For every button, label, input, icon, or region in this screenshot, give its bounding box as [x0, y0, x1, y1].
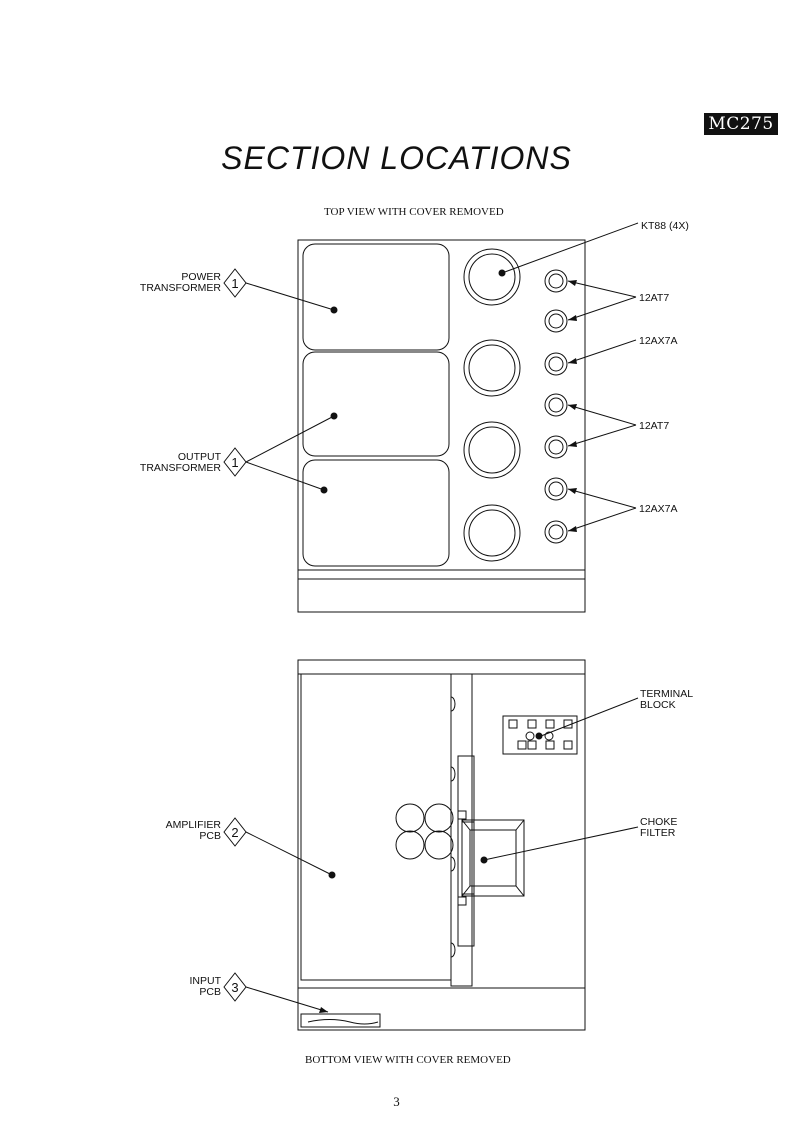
page-number: 3 — [393, 1094, 400, 1109]
12ax7a-label-b: 12AX7A — [639, 503, 678, 515]
terminal-label-line1: TERMINAL — [640, 688, 693, 700]
top-view-labels: POWER TRANSFORMER OUTPUT TRANSFORMER KT8… — [140, 220, 689, 515]
bottom-view-labels: TERMINAL BLOCK CHOKE FILTER AMPLIFIER PC… — [166, 688, 694, 998]
terminal-block-outline — [502, 715, 578, 755]
top-view-leader-lines — [245, 222, 639, 532]
power-label-line1: POWER — [181, 271, 221, 283]
12ax7a-label-a: 12AX7A — [639, 335, 678, 347]
small-tube-sockets — [544, 269, 568, 544]
page-title: SECTION LOCATIONS — [221, 140, 572, 176]
power-label-line2: TRANSFORMER — [140, 282, 222, 294]
amplifier-pcb-capacitors — [395, 803, 454, 860]
12at7-label-b: 12AT7 — [639, 420, 669, 432]
terminal-label-line2: BLOCK — [640, 699, 676, 711]
kt88-label: KT88 (4X) — [641, 220, 689, 232]
amplifier-label-line1: AMPLIFIER — [166, 819, 222, 831]
choke-label-line1: CHOKE — [640, 816, 677, 828]
callout-dots — [320, 269, 543, 879]
input-marker-number: 3 — [231, 980, 238, 995]
kt88-tube-sockets — [463, 248, 521, 562]
choke-label-line2: FILTER — [640, 827, 676, 839]
power-marker-number: 1 — [231, 276, 238, 291]
model-badge: MC275 — [704, 113, 778, 135]
marker-numbers: 1 1 2 3 — [231, 276, 238, 995]
amplifier-label-line2: PCB — [199, 830, 221, 842]
transformer-outlines — [302, 243, 450, 567]
top-view-chassis — [297, 239, 586, 613]
choke-filter-outline — [457, 755, 525, 947]
callout-arrowheads — [319, 280, 577, 1013]
12at7-label-a: 12AT7 — [639, 292, 669, 304]
bottom-view-leader-lines — [245, 697, 639, 1013]
bottom-view-caption: BOTTOM VIEW WITH COVER REMOVED — [305, 1054, 511, 1066]
input-label-line2: PCB — [199, 986, 221, 998]
input-label-line1: INPUT — [190, 975, 222, 987]
amplifier-marker-number: 2 — [231, 825, 238, 840]
top-view-markers — [223, 268, 247, 477]
output-label-line2: TRANSFORMER — [140, 462, 222, 474]
output-marker-number: 1 — [231, 455, 238, 470]
top-view-caption: TOP VIEW WITH COVER REMOVED — [324, 206, 504, 218]
bottom-view-markers — [223, 817, 247, 1002]
output-label-line1: OUTPUT — [178, 451, 222, 463]
